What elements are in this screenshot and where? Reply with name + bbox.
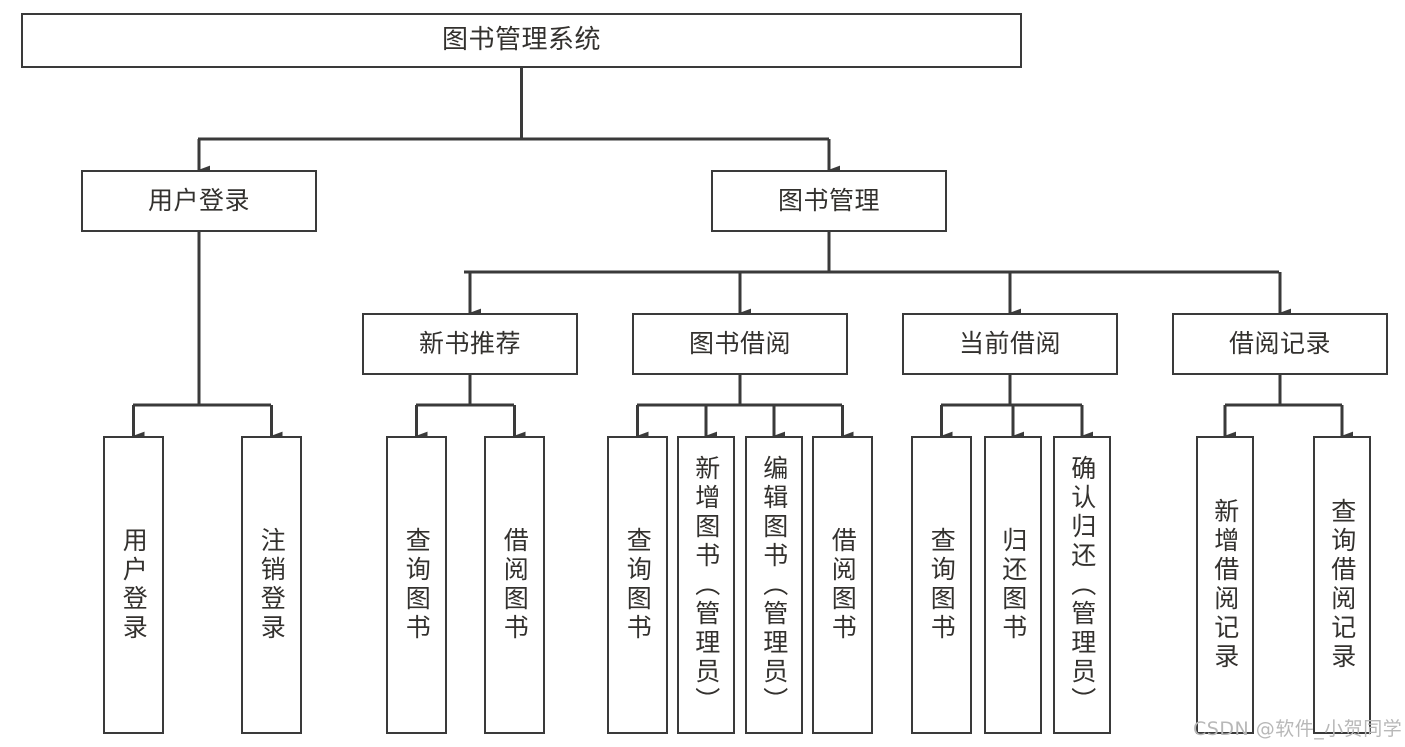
connector-group — [132, 68, 1354, 441]
node-newbook[interactable]: 新书推荐 — [362, 313, 578, 375]
node-label-bookmgmt: 图书管理 — [777, 185, 880, 215]
node-label-current: 当前借阅 — [958, 328, 1061, 358]
node-leaf-current-2[interactable]: 归还图书 — [984, 436, 1042, 734]
node-label-leaf-records-2: 查询借阅记录 — [1327, 498, 1357, 672]
node-label-leaf-current-3: 确认归还（管理员） — [1067, 454, 1097, 716]
node-label-leaf-records-1: 新增借阅记录 — [1210, 498, 1240, 672]
node-leaf-login-2[interactable]: 注销登录 — [241, 436, 302, 734]
node-leaf-borrow-3[interactable]: 编辑图书（管理员） — [745, 436, 803, 734]
node-leaf-borrow-2[interactable]: 新增图书（管理员） — [677, 436, 735, 734]
node-label-leaf-borrow-3: 编辑图书（管理员） — [759, 454, 789, 716]
node-label-leaf-new-2: 借阅图书 — [500, 527, 530, 643]
node-leaf-new-2[interactable]: 借阅图书 — [484, 436, 545, 734]
node-label-leaf-current-2: 归还图书 — [998, 527, 1028, 643]
node-label-leaf-login-1: 用户登录 — [119, 527, 149, 643]
node-label-newbook: 新书推荐 — [418, 328, 521, 358]
node-leaf-login-1[interactable]: 用户登录 — [103, 436, 164, 734]
node-borrow[interactable]: 图书借阅 — [632, 313, 848, 375]
node-records[interactable]: 借阅记录 — [1172, 313, 1388, 375]
node-label-leaf-borrow-2: 新增图书（管理员） — [691, 454, 721, 716]
node-leaf-records-2[interactable]: 查询借阅记录 — [1313, 436, 1371, 734]
node-label-login: 用户登录 — [147, 185, 250, 215]
node-label-records: 借阅记录 — [1228, 328, 1331, 358]
node-leaf-records-1[interactable]: 新增借阅记录 — [1196, 436, 1254, 734]
node-leaf-current-1[interactable]: 查询图书 — [911, 436, 972, 734]
node-leaf-borrow-4[interactable]: 借阅图书 — [812, 436, 873, 734]
node-leaf-new-1[interactable]: 查询图书 — [386, 436, 447, 734]
node-root[interactable]: 图书管理系统 — [21, 13, 1022, 68]
node-label-borrow: 图书借阅 — [688, 328, 791, 358]
node-leaf-current-3[interactable]: 确认归还（管理员） — [1053, 436, 1111, 734]
node-bookmgmt[interactable]: 图书管理 — [711, 170, 947, 232]
node-label-leaf-current-1: 查询图书 — [927, 527, 957, 643]
node-label-leaf-borrow-1: 查询图书 — [623, 527, 653, 643]
node-login[interactable]: 用户登录 — [81, 170, 317, 232]
node-label-leaf-login-2: 注销登录 — [257, 527, 287, 643]
node-label-leaf-borrow-4: 借阅图书 — [828, 527, 858, 643]
csdn-watermark: CSDN @软件_小贺同学 — [1193, 718, 1403, 740]
node-current[interactable]: 当前借阅 — [902, 313, 1118, 375]
node-label-leaf-new-1: 查询图书 — [402, 527, 432, 643]
node-leaf-borrow-1[interactable]: 查询图书 — [607, 436, 668, 734]
node-label-root: 图书管理系统 — [441, 24, 601, 55]
